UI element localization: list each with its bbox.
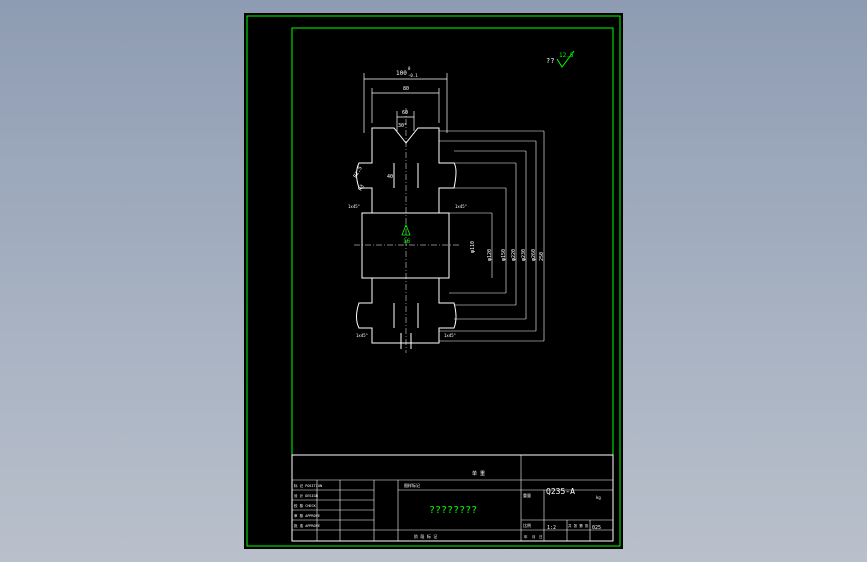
sheet-label: 共 张 第 张 bbox=[568, 523, 589, 528]
center-mark: 16 bbox=[403, 238, 411, 245]
datum-triangle-icon bbox=[401, 223, 411, 236]
sheet-background bbox=[244, 13, 623, 549]
date-day: 日 bbox=[539, 535, 543, 539]
top-dimensions bbox=[363, 73, 448, 133]
mid-label-3: 比例 bbox=[523, 522, 531, 528]
dim-v-4: φ230 bbox=[521, 249, 527, 261]
dim-v-3: φ220 bbox=[511, 249, 517, 261]
row-label-2: 设 计 DESIGN bbox=[294, 493, 318, 498]
drawing-sheet: ?? 12.5 100 0 -0.1 80 60 30° bbox=[244, 13, 623, 549]
dim-v-2: φ150 bbox=[501, 249, 507, 261]
row-label-4: 审 核 APPROVE bbox=[294, 513, 320, 518]
right-dimensions bbox=[439, 130, 545, 342]
date-month: 月 bbox=[532, 534, 536, 539]
dim-bore: φ110 bbox=[470, 241, 476, 253]
chamfer-3: 1x45° bbox=[356, 333, 368, 338]
dim-inner-width: 80 bbox=[403, 86, 409, 92]
outer-frame bbox=[246, 15, 621, 547]
wheel-profile bbox=[356, 127, 457, 349]
label-r2: R3 bbox=[358, 184, 366, 192]
mid-label-1: 图样标记 bbox=[404, 482, 420, 488]
dim-top-sup: 0 bbox=[408, 66, 411, 71]
centerlines bbox=[354, 108, 459, 353]
dim-groove: 60 bbox=[402, 110, 408, 116]
drawing-title: ???????? bbox=[429, 505, 477, 516]
dim-v-6: 250 bbox=[539, 252, 545, 261]
chamfer-2: 1x45° bbox=[455, 204, 467, 209]
dim-hub: 40 bbox=[387, 174, 393, 180]
code: 025 bbox=[592, 525, 601, 531]
kg-label: kg bbox=[596, 495, 601, 500]
scale: 1:2 bbox=[547, 525, 556, 531]
mid-label-2: 重量 bbox=[523, 492, 531, 498]
col-head: 单 重 bbox=[472, 470, 485, 477]
dim-v-5: φ260 bbox=[531, 249, 537, 261]
dim-top-width: 100 bbox=[396, 70, 407, 77]
roughness-check-icon bbox=[556, 50, 575, 68]
chamfer-4: 1x45° bbox=[444, 333, 456, 338]
dim-angle: 30° bbox=[398, 123, 407, 129]
roughness-prefix: ?? bbox=[546, 57, 554, 65]
dim-top-sub: -0.1 bbox=[408, 73, 418, 78]
row-label-3: 校 核 CHECK bbox=[294, 503, 317, 508]
material: Q235-A bbox=[546, 487, 575, 496]
roughness-value: 12.5 bbox=[559, 52, 574, 59]
dim-v-1: φ120 bbox=[487, 249, 493, 261]
stage-label: 阶 段 标 记 bbox=[414, 533, 437, 539]
title-block: 单 重 Q235-A ???????? 标 记 POSITION 设 计 DES… bbox=[291, 454, 614, 542]
row-label-1: 标 记 POSITION bbox=[294, 483, 322, 488]
chamfer-1: 1x45° bbox=[348, 204, 360, 209]
cad-drawing: ?? 12.5 100 0 -0.1 80 60 30° bbox=[244, 13, 623, 549]
row-label-5: 批 准 APPROVE bbox=[294, 523, 320, 528]
date-year: 年 bbox=[524, 534, 528, 539]
label-r1: R2.5 bbox=[353, 166, 364, 179]
